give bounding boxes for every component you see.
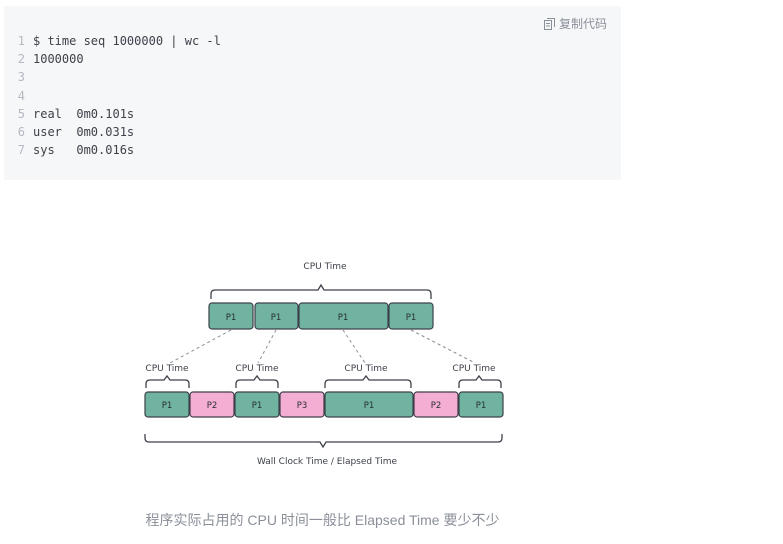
sub-braces (145, 374, 502, 388)
top-block-label: P1 (226, 313, 237, 323)
code-line: 5 real 0m0.101s (4, 105, 221, 123)
bottom-block-label: P3 (297, 401, 308, 411)
sub-cpu-time-label: CPU Time (145, 364, 189, 374)
top-block-label: P1 (338, 313, 349, 323)
bottom-row: P1 P2 P1 P3 P1 P2 P1 (144, 391, 504, 418)
code-line: 4 (4, 87, 221, 105)
code-line: 3 (4, 68, 221, 86)
connector-line (342, 329, 366, 364)
bottom-block-label: P1 (252, 401, 263, 411)
bottom-block-p3 (279, 391, 325, 418)
top-block-p1 (388, 302, 434, 330)
bottom-block-p1 (458, 391, 504, 418)
line-number: 2 (17, 52, 25, 67)
dashed-connectors (169, 329, 476, 364)
top-block-p1 (208, 302, 254, 330)
sub-brace (324, 374, 412, 388)
top-block-p1 (254, 302, 299, 330)
line-number: 3 (17, 70, 25, 85)
sub-brace (458, 374, 502, 388)
code-lines: 1 $ time seq 1000000 | wc -l 2 1000000 3 4… (4, 32, 221, 159)
bottom-block-p1 (324, 391, 414, 418)
top-cpu-time-label: CPU Time (303, 262, 347, 272)
code-block: 复制代码 1 $ time seq 1000000 | wc -l 2 100000… (4, 6, 621, 180)
wall-clock-label: Wall Clock Time / Elapsed Time (257, 457, 397, 467)
code-line: 2 1000000 (4, 50, 221, 68)
connector-line (257, 329, 277, 364)
copy-icon (543, 17, 555, 30)
copy-code-label: 复制代码 (558, 17, 607, 31)
sub-cpu-time-label: CPU Time (344, 364, 388, 374)
line-number: 6 (17, 124, 25, 139)
line-text: real 0m0.101s (33, 106, 135, 121)
top-brace (210, 283, 432, 299)
line-text: sys 0m0.016s (33, 143, 135, 158)
code-line: 7 sys 0m0.016s (4, 141, 221, 159)
line-text: user 0m0.031s (33, 124, 135, 139)
sub-brace (145, 374, 190, 388)
copy-code-button[interactable]: 复制代码 (543, 15, 607, 32)
bottom-block-p1 (234, 391, 280, 418)
bottom-block-label: P1 (162, 401, 173, 411)
line-text: 1000000 (33, 52, 84, 67)
line-number: 1 (17, 34, 25, 48)
bottom-block-p2 (189, 391, 235, 418)
line-number: 4 (17, 88, 25, 103)
code-line: 6 user 0m0.031s (4, 123, 221, 141)
line-text: $ time seq 1000000 | wc -l (33, 34, 221, 48)
bottom-block-p2 (413, 391, 459, 418)
bottom-block-label: P1 (364, 401, 375, 411)
bottom-block-label: P2 (207, 401, 218, 411)
top-row: P1 P1 P1 P1 (208, 302, 434, 330)
sub-cpu-time-label: CPU Time (452, 364, 496, 374)
top-block-label: P1 (406, 313, 417, 323)
line-number: 5 (17, 106, 25, 121)
figure-caption: 程序实际占用的 CPU 时间一般比 Elapsed Time 要少不少 (145, 512, 500, 528)
line-number: 7 (17, 143, 25, 158)
bottom-block-p1 (144, 391, 190, 418)
connector-line (169, 329, 232, 364)
sub-cpu-time-label: CPU Time (235, 364, 279, 374)
sub-brace (235, 374, 279, 388)
top-block-p1 (298, 302, 389, 330)
bottom-block-label: P1 (476, 401, 487, 411)
connector-line (410, 329, 476, 364)
code-line: 1 $ time seq 1000000 | wc -l (4, 32, 221, 50)
top-block-label: P1 (271, 313, 282, 323)
bottom-brace (144, 434, 503, 449)
bottom-block-label: P2 (431, 401, 442, 411)
